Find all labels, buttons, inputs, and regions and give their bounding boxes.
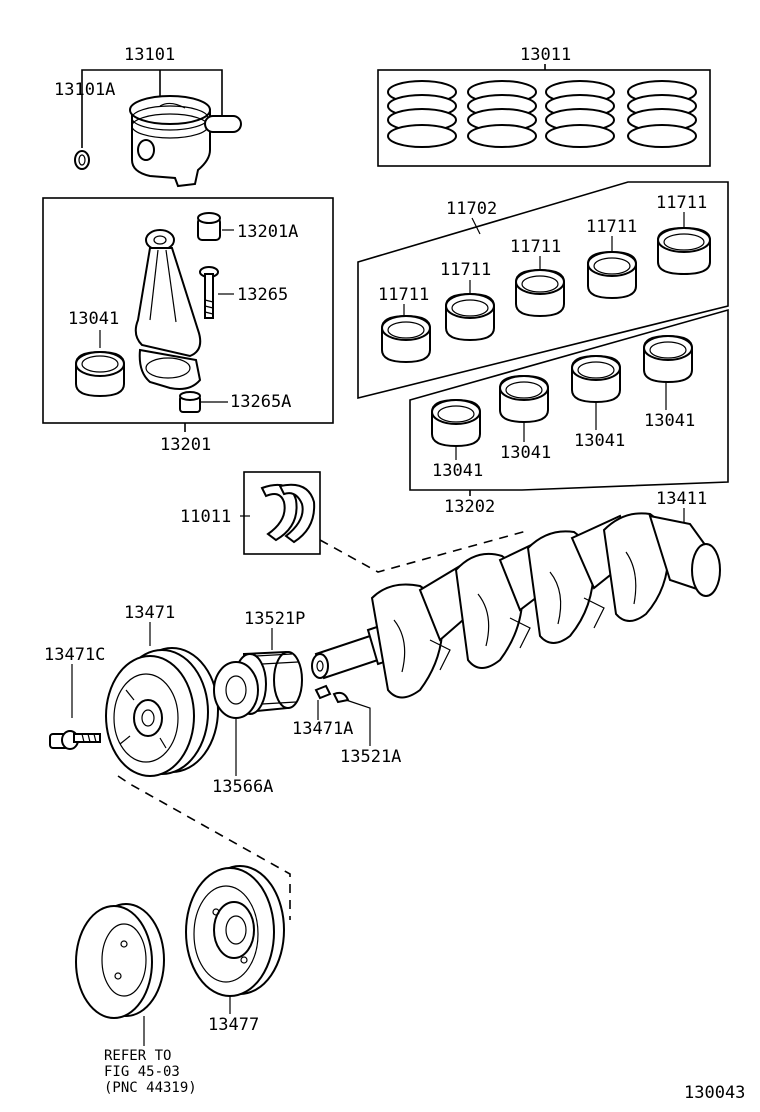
label-13201a: 13201A	[237, 222, 298, 242]
main-bearing-upper-group: 11702 11711 11711 11711 11711 11711	[357, 181, 729, 400]
label-13041-c: 13041	[574, 431, 625, 451]
piston-ring-icon-1	[387, 80, 457, 148]
label-13265: 13265	[237, 285, 288, 305]
label-13521a: 13521A	[340, 747, 401, 767]
piston-ring-set: 13011	[377, 45, 711, 167]
pulley-bolt-icon	[49, 730, 101, 750]
crankshaft-icon	[311, 512, 721, 699]
connecting-rod-group: 13201A 13265 13041 13265A 13201	[42, 197, 334, 455]
crankshaft-pulley-icon	[105, 647, 219, 777]
label-13101: 13101	[124, 45, 175, 65]
piston-ring-icon-4	[627, 80, 697, 148]
piston-ring-icon-3	[545, 80, 615, 148]
main-bearing-icon-1	[381, 314, 431, 364]
crankshaft-group: 13411	[311, 489, 721, 699]
figure-number: 130043	[684, 1083, 745, 1103]
label-13202: 13202	[444, 497, 495, 517]
piston-group: 13101 13101A	[54, 45, 242, 188]
main-bearing-lower-icon-3	[571, 354, 621, 404]
alternate-pulley-group: 13477 REFER TO FIG 45-03 (PNC 44319)	[75, 865, 285, 1096]
label-13471: 13471	[124, 603, 175, 623]
refer-note-line3: (PNC 44319)	[104, 1080, 197, 1096]
spacer-icon	[213, 661, 259, 719]
refer-note-line1: REFER TO	[104, 1048, 171, 1064]
rod-nut-icon	[179, 391, 201, 413]
main-bearing-icon-3	[515, 268, 565, 318]
label-13041-rod: 13041	[68, 309, 119, 329]
pulley-13477-icon	[185, 865, 285, 997]
woodruff-key-icon-2	[332, 691, 350, 704]
main-bearing-icon-4	[587, 250, 637, 300]
timing-gear-group: 13521P 13566A 13471A 13521A	[212, 609, 401, 797]
pulley-refer-icon	[75, 903, 165, 1019]
label-13566a: 13566A	[212, 777, 273, 797]
label-13477: 13477	[208, 1015, 259, 1035]
label-13011: 13011	[520, 45, 571, 65]
label-13265a: 13265A	[230, 392, 291, 412]
label-13521p: 13521P	[244, 609, 305, 629]
label-13411: 13411	[656, 489, 707, 509]
connecting-rod-icon	[134, 229, 202, 390]
label-13041-b: 13041	[500, 443, 551, 463]
label-11702: 11702	[446, 199, 497, 219]
thrust-washer-icon	[260, 483, 316, 544]
label-13201: 13201	[160, 435, 211, 455]
label-13471c: 13471C	[44, 645, 105, 665]
main-bearing-icon-2	[445, 292, 495, 342]
main-bearing-lower-group: 13041 13041 13041 13041 13202	[409, 308, 729, 517]
main-bearing-lower-icon-1	[431, 398, 481, 448]
label-11011: 11011	[180, 507, 231, 527]
main-bearing-lower-icon-2	[499, 374, 549, 424]
label-11711-a: 11711	[378, 285, 429, 305]
main-bearing-icon-5	[657, 226, 711, 276]
piston-pin-clip-icon	[74, 150, 90, 170]
label-13041-a: 13041	[432, 461, 483, 481]
piston-ring-icon-2	[467, 80, 537, 148]
piston-icon	[129, 95, 242, 188]
refer-note-line2: FIG 45-03	[104, 1064, 180, 1080]
label-13471a: 13471A	[292, 719, 353, 739]
label-13041-d: 13041	[644, 411, 695, 431]
crankshaft-pulley-group: 13471 13471C	[44, 603, 291, 920]
rod-bearing-icon	[75, 350, 125, 398]
label-13101a: 13101A	[54, 80, 115, 100]
label-11711-d: 11711	[586, 217, 637, 237]
rod-bolt-icon	[199, 266, 219, 319]
label-11711-c: 11711	[510, 237, 561, 257]
label-11711-e: 11711	[656, 193, 707, 213]
thrust-washer-group: 11011	[180, 471, 531, 573]
woodruff-key-icon-1	[314, 684, 332, 700]
main-bearing-lower-icon-4	[643, 334, 693, 384]
rod-bushing-icon	[197, 212, 221, 241]
label-11711-b: 11711	[440, 260, 491, 280]
